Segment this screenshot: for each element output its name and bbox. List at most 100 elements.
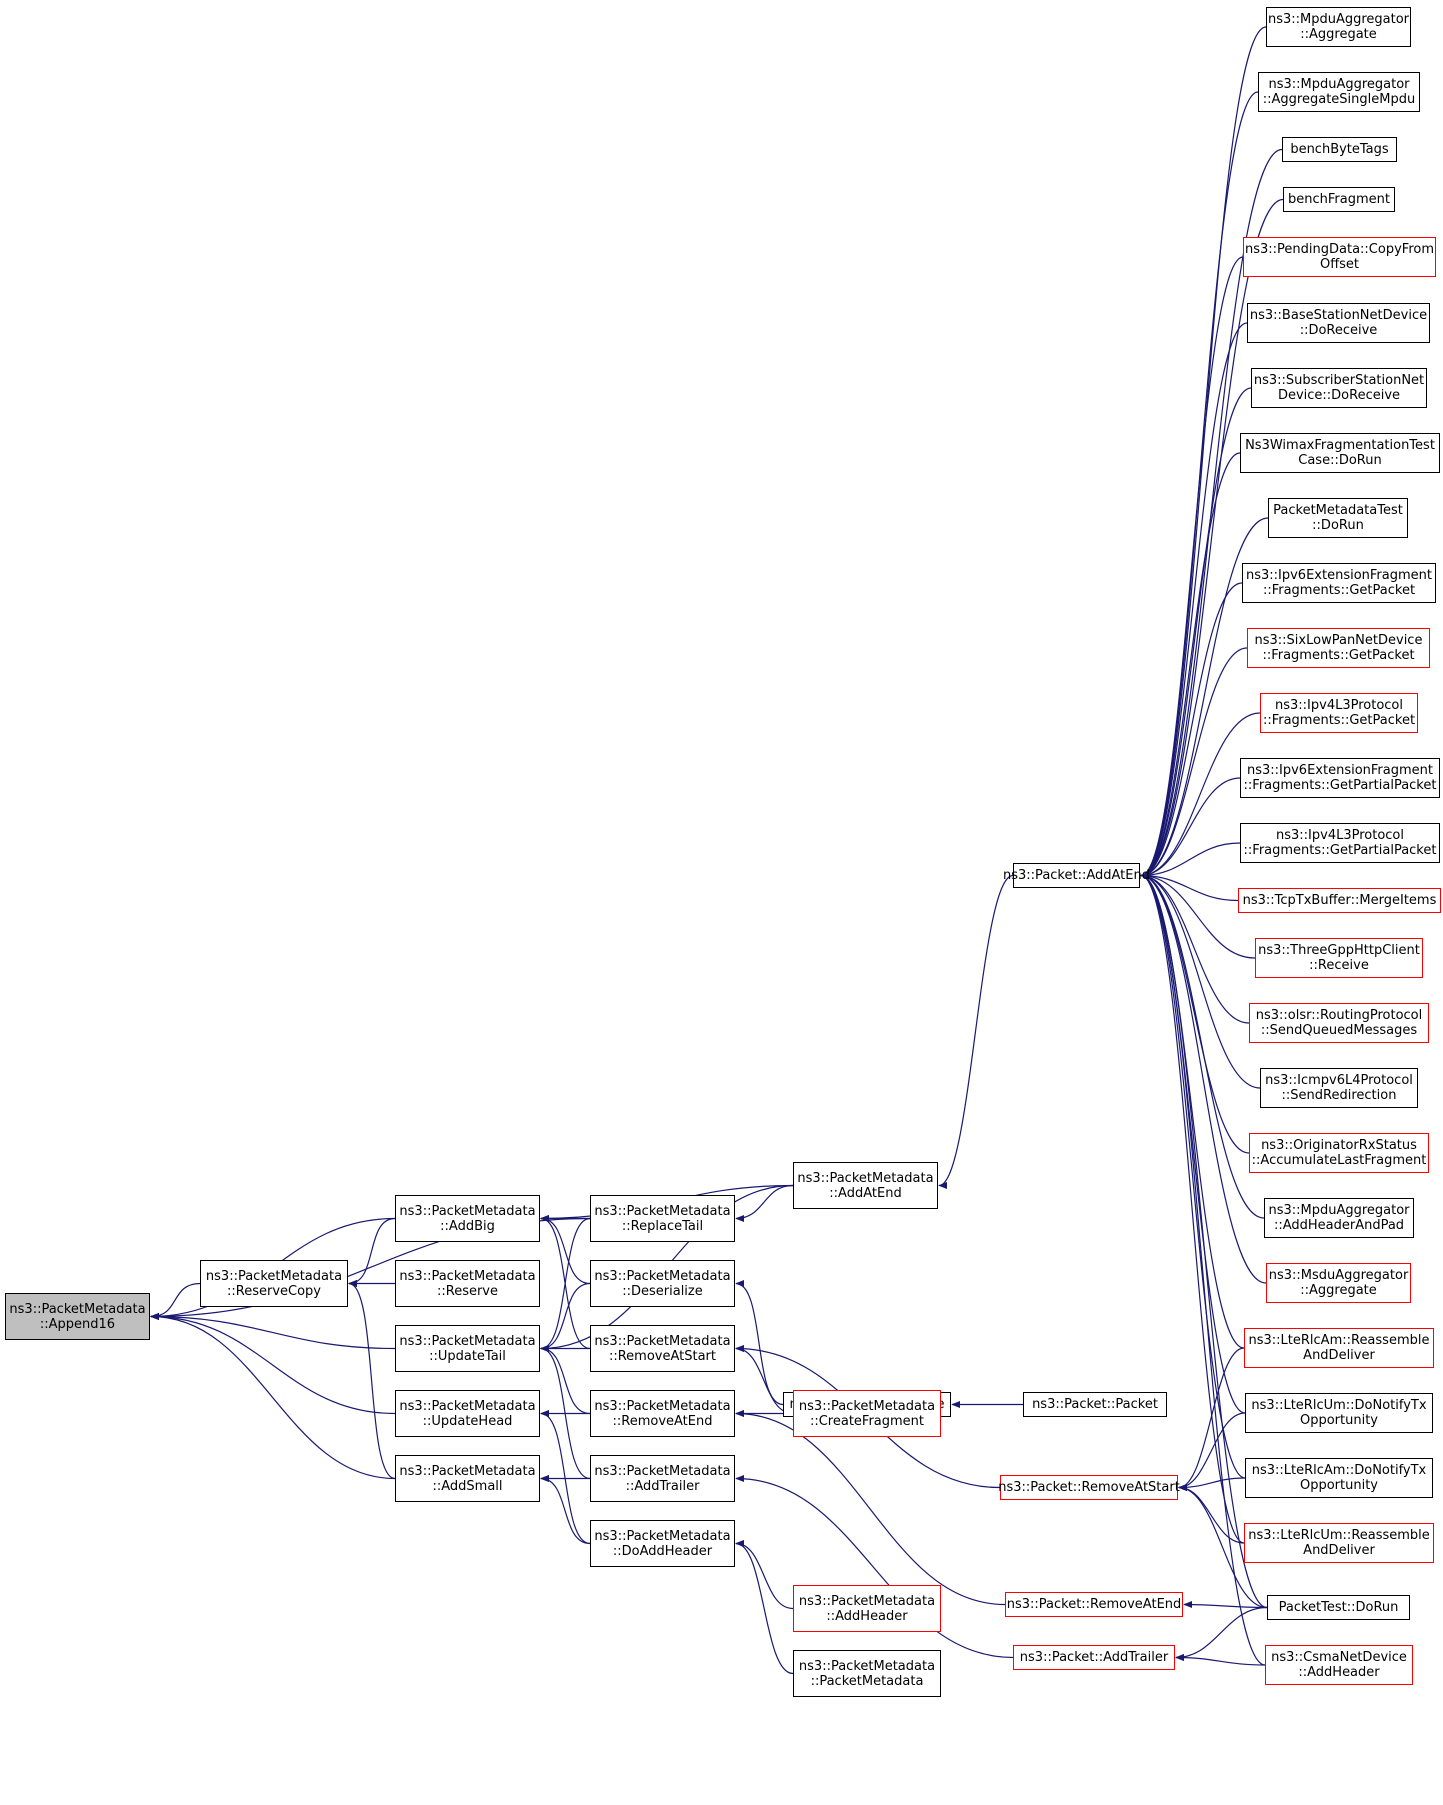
node-r-mpdu-single[interactable]: ns3::MpduAggregator::AggregateSingleMpdu: [1258, 72, 1420, 112]
node-label-line: ns3::PacketMetadata: [594, 1463, 731, 1479]
node-r-sixlow[interactable]: ns3::SixLowPanNetDevice::Fragments::GetP…: [1247, 628, 1430, 668]
node-label-line: ns3::Packet::AddTrailer: [1019, 1650, 1169, 1665]
node-label-line: ns3::PacketMetadata: [399, 1463, 536, 1479]
edge-r-pending-to-pk-addatend: [1140, 256, 1244, 879]
node-label-line: ::RemoveAtStart: [608, 1348, 717, 1364]
node-label-line: PacketTest::DoRun: [1278, 1600, 1399, 1615]
node-createfragment[interactable]: ns3::PacketMetadata::CreateFragment: [793, 1390, 941, 1437]
node-pk-addatend[interactable]: ns3::Packet::AddAtEnd: [1003, 863, 1150, 888]
node-label-line: ns3::PacketMetadata: [399, 1268, 536, 1284]
node-label-line: ::Fragments::GetPartialPacket: [1243, 843, 1437, 858]
node-label-line: ::Fragments::GetPacket: [1262, 583, 1416, 598]
edge-pm-packetmetadata-to-doaddheader: [735, 1539, 794, 1675]
node-pk-removeatstart[interactable]: ns3::Packet::RemoveAtStart: [998, 1475, 1180, 1500]
edge-pk-deserialize-to-deserialize: [735, 1279, 784, 1406]
node-label-line: ns3::Ipv4L3Protocol: [1275, 698, 1403, 713]
node-r-ipv6partial[interactable]: ns3::Ipv6ExtensionFragment::Fragments::G…: [1240, 758, 1440, 798]
node-label-line: ns3::LteRlcAm::Reassemble: [1248, 1333, 1430, 1348]
node-addbig[interactable]: ns3::PacketMetadata::AddBig: [395, 1195, 540, 1242]
node-replacetail[interactable]: ns3::PacketMetadata::ReplaceTail: [590, 1195, 735, 1242]
node-r-ipv4frag[interactable]: ns3::Ipv4L3Protocol::Fragments::GetPacke…: [1260, 693, 1418, 733]
node-r-packettest[interactable]: PacketTest::DoRun: [1267, 1595, 1410, 1620]
node-label-line: PacketMetadataTest: [1273, 503, 1403, 518]
node-label-line: ns3::Ipv6ExtensionFragment: [1246, 763, 1433, 778]
node-r-bs[interactable]: ns3::BaseStationNetDevice::DoReceive: [1247, 303, 1430, 343]
edge-r-ltealm-tx-to-pk-addatend: [1140, 872, 1246, 1479]
node-pm-addatend[interactable]: ns3::PacketMetadata::AddAtEnd: [793, 1162, 938, 1209]
edge-pm-addheader-to-doaddheader: [735, 1539, 794, 1610]
node-pk-removeatend[interactable]: ns3::Packet::RemoveAtEnd: [1005, 1592, 1183, 1617]
node-label-line: ::UpdateHead: [422, 1413, 513, 1429]
node-r-mpdu-pad[interactable]: ns3::MpduAggregator::AddHeaderAndPad: [1264, 1198, 1414, 1238]
node-label-line: Ns3WimaxFragmentationTest: [1245, 438, 1435, 453]
node-label-line: ::AddTrailer: [625, 1478, 700, 1494]
node-label-line: ::DoReceive: [1299, 323, 1378, 338]
node-label-line: ::Aggregate: [1300, 27, 1377, 42]
edge-addsmall-to-reservecopy: [348, 1279, 396, 1480]
node-pk-packet[interactable]: ns3::Packet::Packet: [1023, 1392, 1167, 1417]
node-removeatstart[interactable]: ns3::PacketMetadata::RemoveAtStart: [590, 1325, 735, 1372]
node-reservecopy[interactable]: ns3::PacketMetadata::ReserveCopy: [200, 1260, 348, 1307]
node-r-mpdu-agg[interactable]: ns3::MpduAggregator::Aggregate: [1266, 7, 1411, 47]
node-label-line: ns3::PacketMetadata: [9, 1301, 146, 1317]
node-label-line: benchByteTags: [1290, 142, 1389, 157]
edge-r-packettest-to-pk-addatend: [1140, 872, 1268, 1609]
node-label-line: benchFragment: [1288, 192, 1390, 207]
edge-r-csma-to-pk-addatend: [1140, 872, 1266, 1666]
node-label-line: ::PacketMetadata: [810, 1673, 924, 1689]
node-addtrailer[interactable]: ns3::PacketMetadata::AddTrailer: [590, 1455, 735, 1502]
node-label-line: ::SendQueuedMessages: [1260, 1023, 1418, 1038]
node-r-tcptx[interactable]: ns3::TcpTxBuffer::MergeItems: [1238, 888, 1441, 913]
node-deserialize[interactable]: ns3::PacketMetadata::Deserialize: [590, 1260, 735, 1307]
node-label-line: ns3::PacketMetadata: [594, 1203, 731, 1219]
edge-r-ltealm-re-to-pk-addatend: [1140, 871, 1245, 1349]
edge-r-icmp-to-pk-addatend: [1140, 871, 1261, 1089]
node-removeatend[interactable]: ns3::PacketMetadata::RemoveAtEnd: [590, 1390, 735, 1437]
node-r-pmtest[interactable]: PacketMetadataTest::DoRun: [1268, 498, 1408, 538]
node-label-line: ns3::SubscriberStationNet: [1253, 373, 1425, 388]
node-label-line: ns3::Packet::RemoveAtEnd: [1006, 1597, 1182, 1612]
edge-r-msdu-to-pk-addatend: [1140, 871, 1267, 1284]
node-r-csma[interactable]: ns3::CsmaNetDevice::AddHeader: [1265, 1645, 1413, 1685]
node-r-http[interactable]: ns3::ThreeGppHttpClient::Receive: [1255, 938, 1423, 978]
node-root[interactable]: ns3::PacketMetadata::Append16: [5, 1293, 150, 1340]
node-label-line: ::AccumulateLastFragment: [1251, 1153, 1427, 1168]
node-label-line: ns3::SixLowPanNetDevice: [1254, 633, 1423, 648]
node-label-line: ns3::PacketMetadata: [399, 1398, 536, 1414]
node-label-line: ns3::PacketMetadata: [205, 1268, 343, 1284]
node-label-line: AndDeliver: [1303, 1543, 1375, 1558]
node-r-benchfrag[interactable]: benchFragment: [1283, 187, 1395, 212]
node-r-orig[interactable]: ns3::OriginatorRxStatus::AccumulateLastF…: [1249, 1133, 1429, 1173]
edge-deserialize-to-updatetail: [540, 1282, 591, 1353]
node-label-line: ns3::PacketMetadata: [594, 1528, 731, 1544]
node-label-line: ns3::LteRlcUm::DoNotifyTx: [1251, 1398, 1427, 1413]
node-reserve[interactable]: ns3::PacketMetadata::Reserve: [395, 1260, 540, 1307]
edge-r-wimax-to-pk-addatend: [1140, 452, 1241, 880]
node-pm-packetmetadata[interactable]: ns3::PacketMetadata::PacketMetadata: [793, 1650, 941, 1697]
node-updatetail[interactable]: ns3::PacketMetadata::UpdateTail: [395, 1325, 540, 1372]
edge-replacetail-to-updatetail: [540, 1217, 591, 1353]
node-r-msdu[interactable]: ns3::MsduAggregator::Aggregate: [1266, 1263, 1411, 1303]
node-label-line: ns3::CsmaNetDevice: [1271, 1650, 1407, 1665]
node-r-ipv6frag[interactable]: ns3::Ipv6ExtensionFragment::Fragments::G…: [1242, 563, 1436, 603]
node-r-benchbyte[interactable]: benchByteTags: [1282, 137, 1397, 162]
node-label-line: ::Deserialize: [622, 1283, 703, 1299]
node-label-line: Case::DoRun: [1298, 453, 1382, 468]
edge-r-http-to-pk-addatend: [1140, 871, 1256, 959]
node-doaddheader[interactable]: ns3::PacketMetadata::DoAddHeader: [590, 1520, 735, 1567]
node-r-icmp[interactable]: ns3::Icmpv6L4Protocol::SendRedirection: [1260, 1068, 1418, 1108]
node-r-olsr[interactable]: ns3::olsr::RoutingProtocol::SendQueuedMe…: [1249, 1003, 1429, 1043]
node-addsmall[interactable]: ns3::PacketMetadata::AddSmall: [395, 1455, 540, 1502]
node-pk-addtrailer[interactable]: ns3::Packet::AddTrailer: [1013, 1645, 1175, 1670]
node-pm-addheader[interactable]: ns3::PacketMetadata::AddHeader: [793, 1585, 941, 1632]
node-updatehead[interactable]: ns3::PacketMetadata::UpdateHead: [395, 1390, 540, 1437]
node-label-line: ns3::olsr::RoutingProtocol: [1255, 1008, 1423, 1023]
node-r-ipv4partial[interactable]: ns3::Ipv4L3Protocol::Fragments::GetParti…: [1240, 823, 1440, 863]
